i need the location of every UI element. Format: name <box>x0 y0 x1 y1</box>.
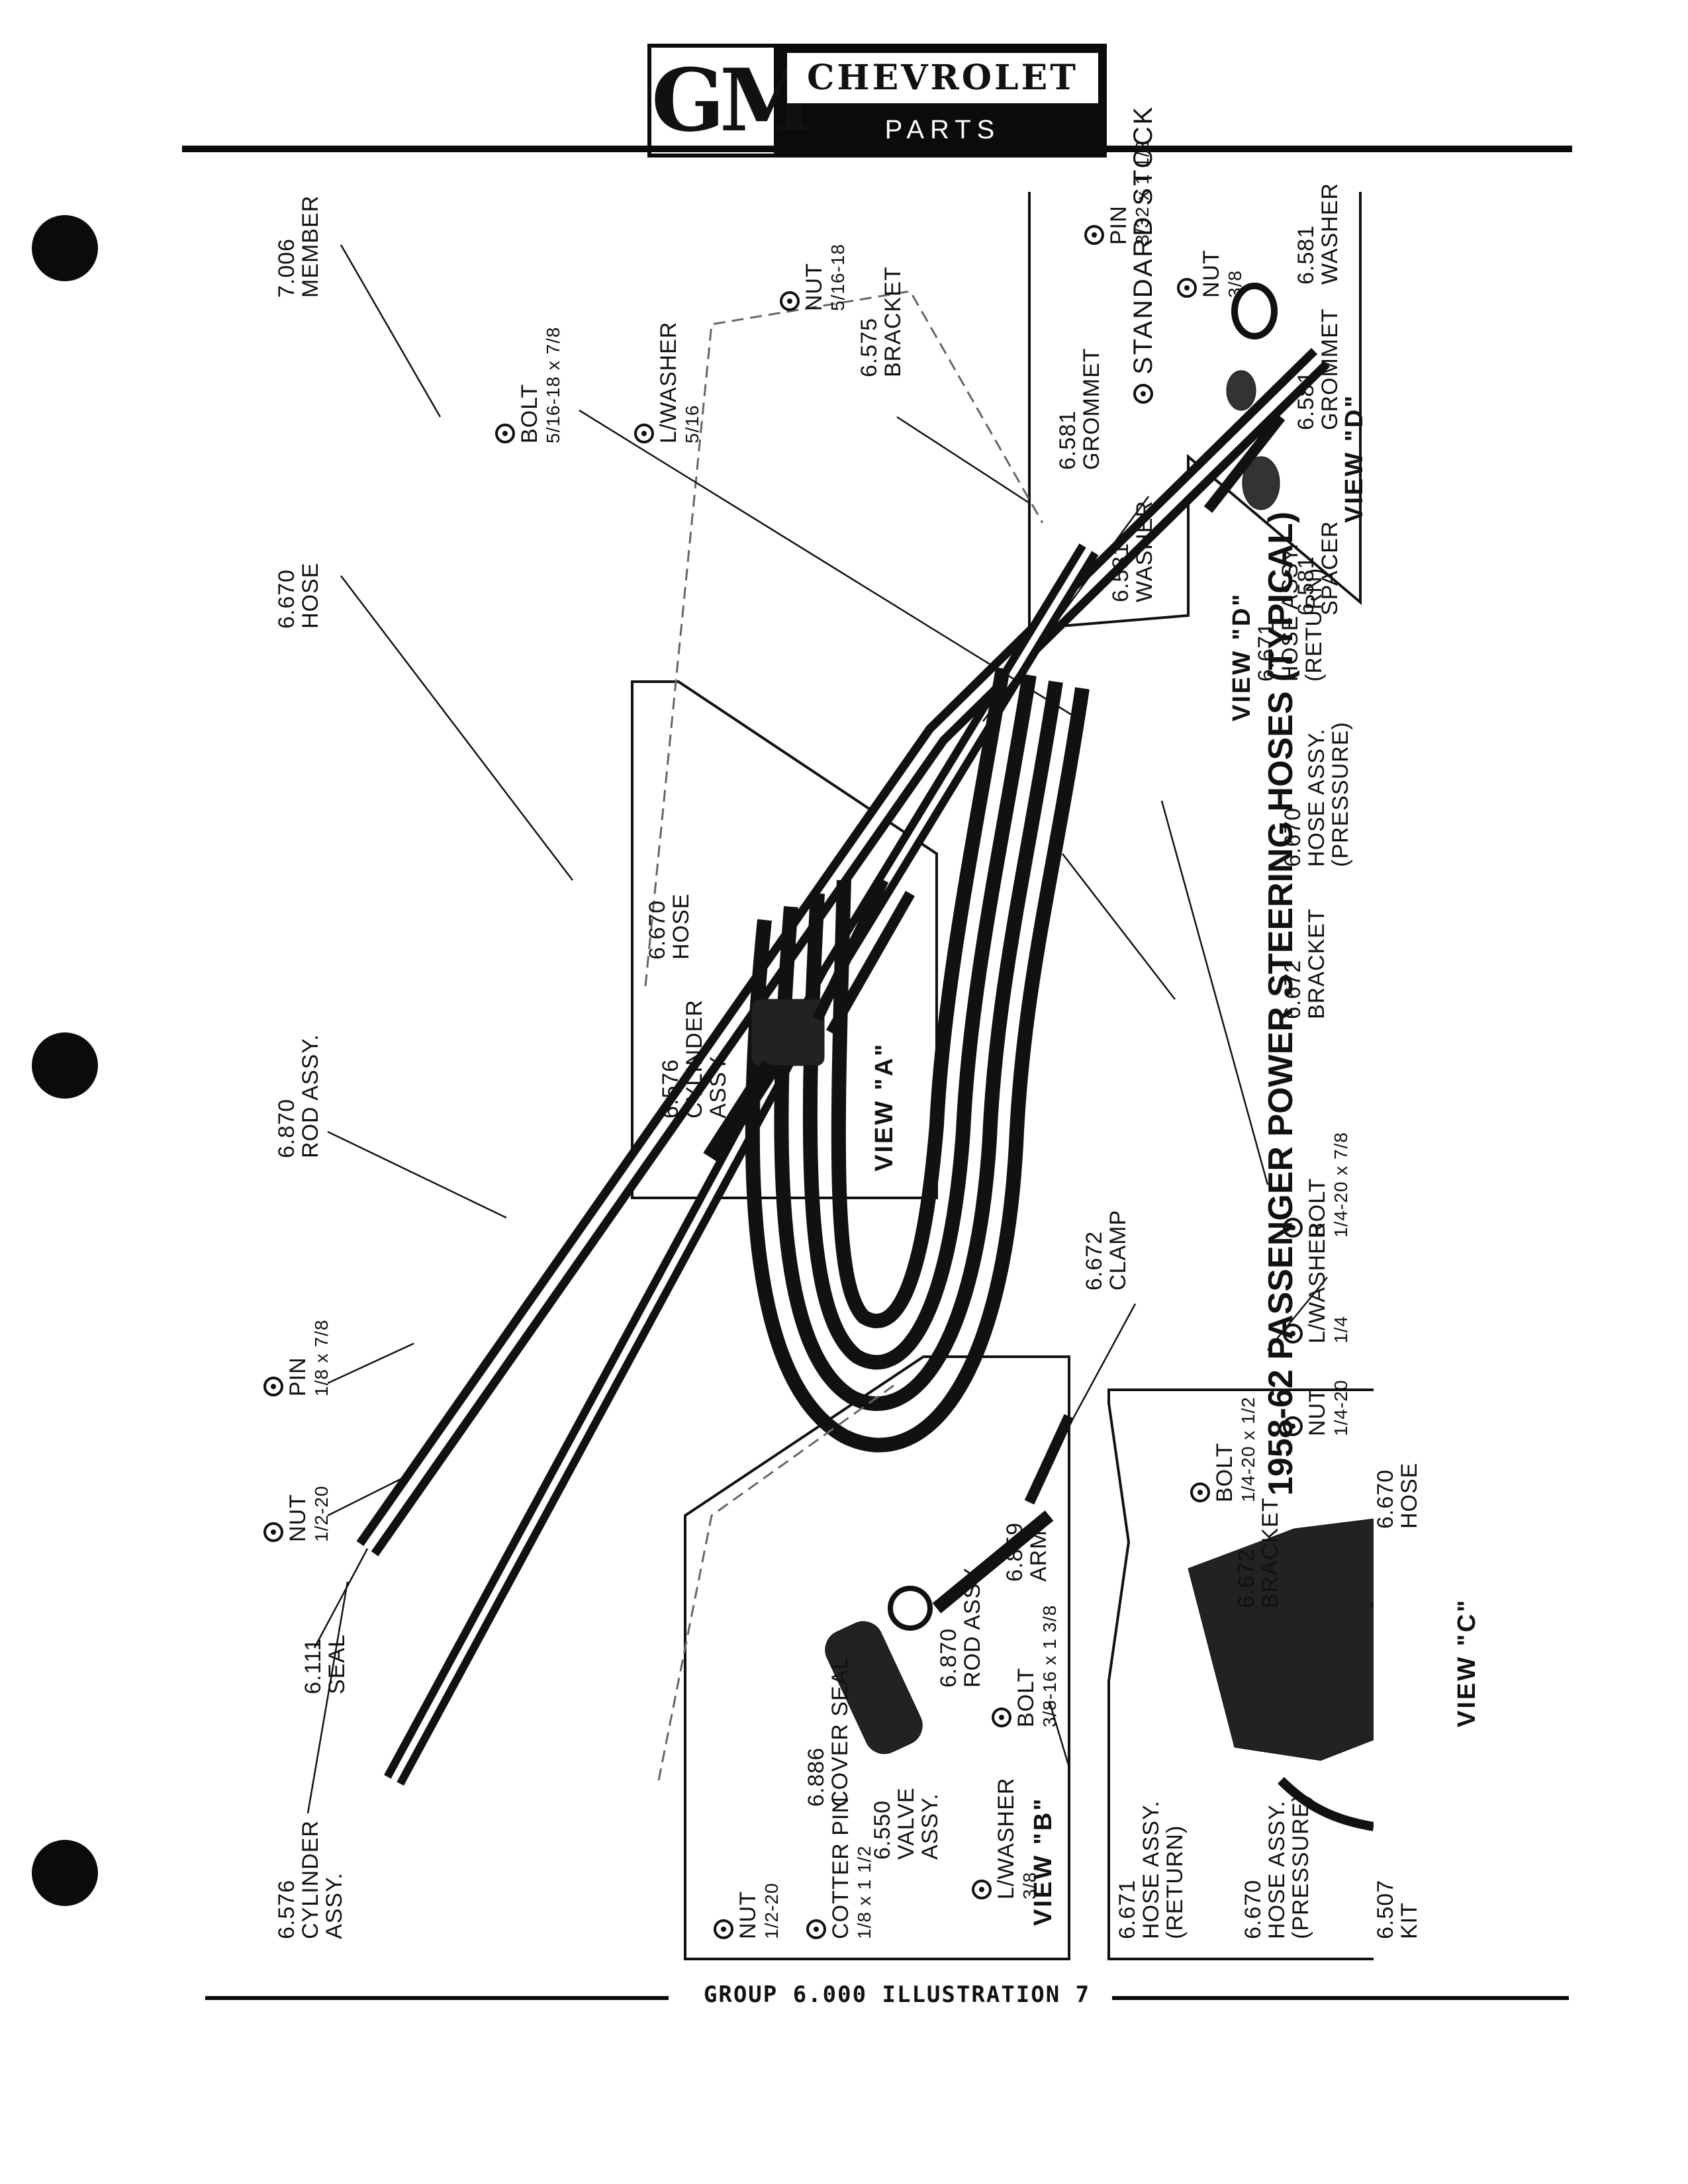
view-b-inset-frame <box>684 1355 1070 1960</box>
standard-stock-icon <box>1190 1482 1211 1502</box>
callout-member: 7.006 MEMBER <box>274 195 323 298</box>
callout-view-a-cylinder: 6.576 CYLINDER ASSY. <box>658 999 731 1118</box>
callout-bracket-6575: 6.575 BRACKET <box>857 266 906 377</box>
binder-hole-top <box>32 215 98 281</box>
standard-stock-icon <box>1177 278 1197 298</box>
callout-view-b-bolt: BOLT 3/8-16 x 1 3/8 <box>990 1605 1062 1727</box>
view-c-label: VIEW "C" <box>1453 1598 1481 1727</box>
callout-view-b-cotter-pin: COTTER PIN 1/8 x 1 1/2 <box>804 1796 876 1939</box>
callout-view-c-hose: 6.670 HOSE <box>1373 1462 1422 1529</box>
logo-brand-name: CHEVROLET <box>787 53 1098 103</box>
view-a-cylinder-graphic <box>703 878 915 1164</box>
view-a-inset-frame <box>631 680 938 1199</box>
standard-stock-icon <box>992 1707 1012 1727</box>
callout-view-d-washer: 6.581 WASHER <box>1108 500 1157 602</box>
view-c-pump-graphic <box>1188 1515 1374 1831</box>
gm-chevrolet-logo: GM CHEVROLET PARTS CATALOGUE <box>647 44 1107 187</box>
callout-view-b-nut: NUT 1/2-20 <box>712 1883 784 1939</box>
callout-view-d-grommet-1: 6.581 GROMMET <box>1055 347 1104 470</box>
callout-rod-assy-main: 6.870 ROD ASSY. <box>274 1034 323 1158</box>
view-d-label: VIEW "D" <box>1228 592 1256 721</box>
callout-nut-5-16: NUT 5/16-18 <box>778 244 850 311</box>
binder-hole-middle <box>32 1032 98 1099</box>
standard-stock-legend: STANDARD STOCK <box>1129 105 1158 404</box>
standard-stock-icon <box>780 291 800 311</box>
view-b-label: VIEW "B" <box>1029 1796 1057 1926</box>
pressure-and-return-hoses <box>745 667 1090 1453</box>
callout-clamp: 6.672 CLAMP <box>1082 1209 1131 1291</box>
callout-view-d-grommet-2: 6.581 GROMMET <box>1293 308 1342 430</box>
callout-view-c-kit: 6.507 KIT <box>1373 1879 1422 1939</box>
callout-view-b-cover-seal: 6.886 COVER SEAL <box>804 1656 853 1807</box>
view-d-inset-label: VIEW "D" <box>1340 393 1368 523</box>
leader-lines <box>306 244 1328 1814</box>
logo-gm-mark: GM <box>651 48 815 154</box>
standard-stock-icon <box>806 1919 827 1939</box>
footer-rule-right <box>1112 1996 1569 2000</box>
callout-seal-6111: 6.111 SEAL <box>301 1634 350 1694</box>
callout-pin-main: PIN 1/8 x 7/8 <box>261 1320 334 1396</box>
view-c-inset-frame <box>1107 1388 1374 1960</box>
callout-view-b-rod-assy: 6.870 ROD ASSY. <box>936 1563 985 1688</box>
standard-stock-icon <box>263 1522 284 1542</box>
main-relay-rod <box>356 347 1331 1557</box>
callout-view-c-pressure-hose: 6.670 HOSE ASSY. (PRESSURE) <box>1241 1794 1313 1939</box>
view-d-inset-frame <box>1028 192 1362 631</box>
standard-stock-icon <box>1133 384 1154 404</box>
callout-view-a-hose: 6.670 HOSE <box>645 893 694 960</box>
binder-hole-bottom <box>32 1840 98 1906</box>
callout-view-d-nut: NUT 3/8 <box>1175 250 1247 298</box>
view-b-valve-graphic <box>825 1414 1074 1754</box>
callout-view-b-valve: 6.550 VALVE ASSY. <box>870 1787 943 1860</box>
standard-stock-text: STANDARD STOCK <box>1129 105 1158 375</box>
callout-view-d-spacer: 6.581 SPACER <box>1293 520 1342 615</box>
power-steering-illustration <box>306 192 1374 1960</box>
footer-rule-left <box>205 1996 669 2000</box>
logo-subtitle: PARTS CATALOGUE <box>836 115 1049 187</box>
standard-stock-icon <box>714 1919 734 1939</box>
callout-bracket-6672-low: 6.672 BRACKET <box>1234 1497 1283 1608</box>
member-outline <box>644 290 1044 1781</box>
callout-bolt-5-16: BOLT 5/16-18 x 7/8 <box>493 327 565 443</box>
callout-view-b-arm: 6.859 ARM <box>1002 1522 1051 1582</box>
standard-stock-icon <box>1084 225 1105 245</box>
footer-caption: GROUP 6.000 ILLUSTRATION 7 <box>703 1981 1091 2008</box>
callout-view-d-washer-2: 6.581 WASHER <box>1293 183 1342 285</box>
standard-stock-icon <box>972 1880 992 1899</box>
view-d-grommet-graphic <box>1203 283 1286 513</box>
header-rule <box>182 146 1572 152</box>
standard-stock-icon <box>495 424 516 443</box>
callout-cylinder-assy-main: 6.576 CYLINDER ASSY. <box>274 1820 347 1939</box>
illustration-title: 1958-62 PASSENGER POWER STEERING HOSES (… <box>1262 511 1300 1496</box>
callout-bolt-quarter-half: BOLT 1/4-20 x 1/2 <box>1188 1396 1260 1502</box>
standard-stock-icon <box>634 424 655 443</box>
standard-stock-icon <box>263 1377 284 1396</box>
callout-nut-half-20-main: NUT 1/2-20 <box>261 1486 334 1542</box>
illustration-sheet: 6.576 CYLINDER ASSY. 6.111 SEAL NUT 1/2-… <box>248 105 1481 1979</box>
view-a-label: VIEW "A" <box>870 1042 898 1171</box>
callout-view-c-return-hose: 6.671 HOSE ASSY. (RETURN) <box>1115 1800 1188 1939</box>
callout-lwasher-5-16: L/WASHER 5/16 <box>632 322 704 443</box>
callout-hose-6670-main: 6.670 HOSE <box>274 562 323 629</box>
